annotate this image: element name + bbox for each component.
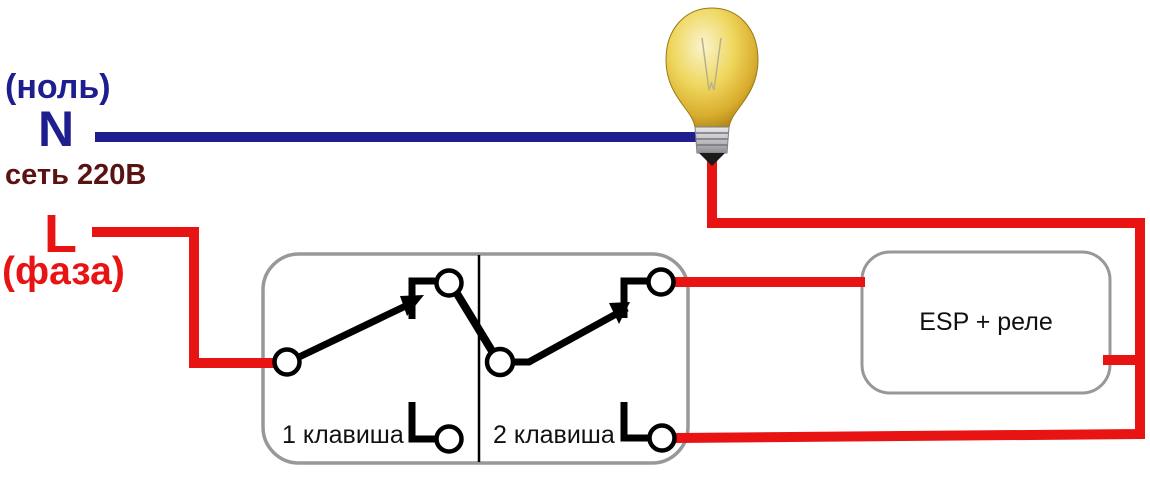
- bulb-contact-tip: [699, 153, 725, 166]
- esp-relay-label: ESP + реле: [919, 308, 1053, 336]
- esp-relay-box: [860, 250, 1112, 395]
- switch1-common-terminal: [272, 347, 302, 377]
- switch2-aux-hook: [620, 402, 650, 442]
- switch2-common-terminal: [484, 346, 516, 378]
- switch2-aux-terminal: [647, 423, 677, 453]
- neutral-caption-label: (ноль): [5, 68, 111, 106]
- switch2-lever: [513, 304, 629, 366]
- switch1-lever: [295, 298, 416, 362]
- phase-terminal-label: L: [44, 204, 77, 264]
- mains-voltage-label: сеть 220В: [5, 159, 147, 191]
- bulb-filament: [701, 37, 722, 91]
- switch2-contact-hook: [620, 277, 647, 318]
- switch1-contact-hook: [408, 277, 435, 319]
- phase-wire-input: [92, 227, 278, 368]
- light-bulb: [665, 7, 759, 166]
- neutral-terminal-label: N: [38, 101, 75, 157]
- switch-key2-label: 2 клавиша: [493, 421, 615, 449]
- bulb-screw-base: [694, 126, 730, 154]
- switch2-top-terminal: [646, 267, 676, 297]
- bulb-glass: [665, 7, 759, 128]
- switch1-aux-hook: [408, 402, 437, 443]
- phase-caption-label: (фаза): [2, 250, 125, 293]
- switch1-top-terminal: [434, 268, 464, 298]
- switch-key1-label: 1 клавиша: [282, 421, 404, 449]
- switch1-aux-terminal: [434, 424, 464, 454]
- phase-wire-lamp-loop: [675, 156, 1145, 443]
- switch1-to-switch2-link: [452, 289, 496, 354]
